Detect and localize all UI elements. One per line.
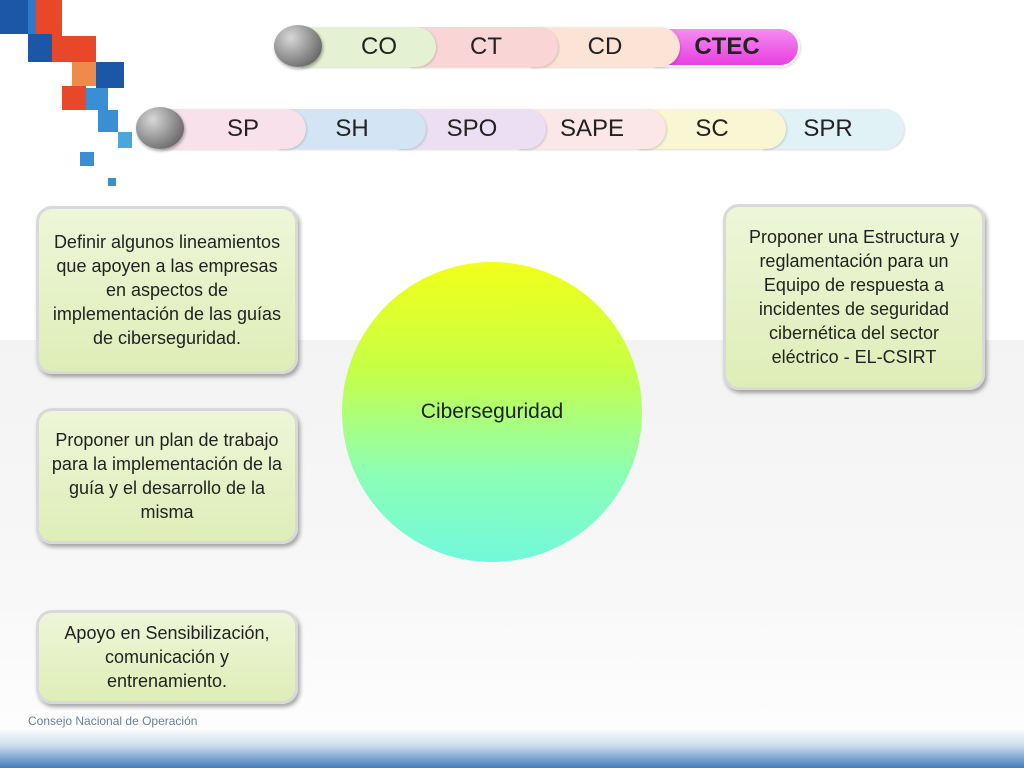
tab-sh-label: SH (335, 115, 369, 142)
tab-sape-label: SAPE (559, 115, 625, 142)
left-box-guidelines: Definir algunos lineamientos que apoyen … (36, 206, 298, 374)
tab-ctec-label: CTEC (694, 33, 760, 60)
tab-cd-label: CD (587, 33, 623, 60)
left-box-awareness-text: Apoyo en Sensibilización, comunicación y… (64, 623, 270, 691)
footer-org-name: Consejo Nacional de Operación (28, 714, 198, 728)
tab-spr-label: SPR (803, 115, 853, 142)
tab-co-label: CO (361, 33, 397, 60)
left-box-guidelines-text: Definir algunos lineamientos que apoyen … (52, 232, 282, 348)
footer-band (0, 728, 1024, 768)
center-topic-label: Ciberseguridad (420, 400, 564, 423)
right-box-csirt: Proponer una Estructura y reglamentación… (723, 204, 985, 390)
tab-sc-label: SC (695, 115, 729, 142)
tab-spo-label: SPO (446, 115, 498, 142)
left-box-work-plan-text: Proponer un plan de trabajo para la impl… (51, 430, 283, 522)
tab-ct-label: CT (470, 33, 502, 60)
left-box-work-plan: Proponer un plan de trabajo para la impl… (36, 408, 298, 544)
right-box-csirt-text: Proponer una Estructura y reglamentación… (748, 227, 960, 367)
tab-sp-label: SP (226, 115, 259, 142)
second-row-sphere-icon (136, 107, 184, 149)
left-box-awareness: Apoyo en Sensibilización, comunicación y… (36, 610, 298, 704)
center-topic-circle: Ciberseguridad (342, 262, 642, 562)
top-row-sphere-icon (274, 25, 322, 67)
